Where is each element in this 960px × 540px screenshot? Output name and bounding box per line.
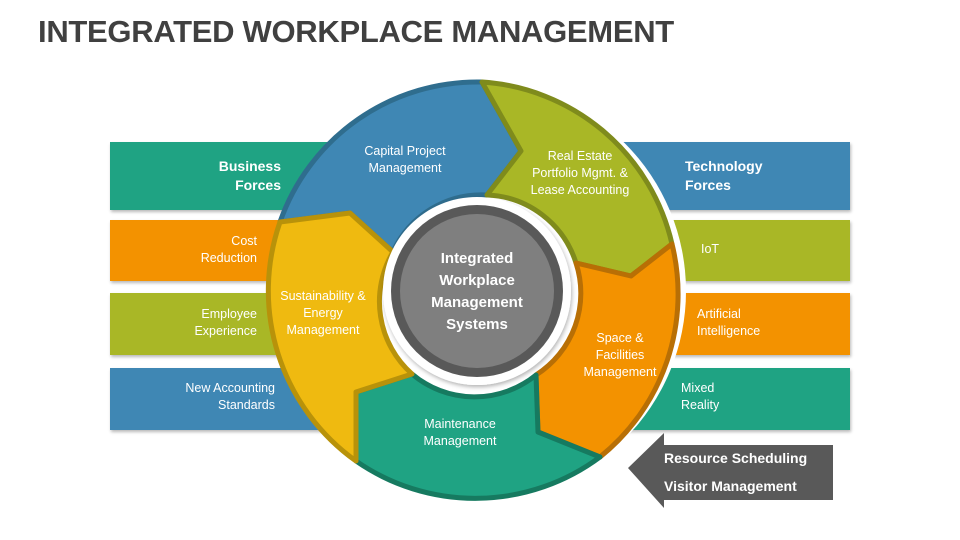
page-title: INTEGRATED WORKPLACE MANAGEMENT bbox=[38, 14, 674, 49]
space-facilities-label: Space & Facilities Management bbox=[570, 330, 670, 381]
employee-experience-line1: Employee bbox=[201, 307, 257, 321]
core-label: Integrated Workplace Management Systems bbox=[412, 248, 542, 336]
new-accounting-line2: Standards bbox=[218, 398, 275, 412]
callout-line2: Visitor Management bbox=[664, 478, 797, 494]
real-estate-label: Real Estate Portfolio Mgmt. & Lease Acco… bbox=[520, 148, 640, 199]
capital-project-line2: Management bbox=[368, 161, 442, 175]
sustainability-line3: Management bbox=[286, 323, 360, 337]
maintenance-label: Maintenance Management bbox=[410, 416, 510, 450]
space-facilities-line2: Facilities bbox=[595, 348, 645, 362]
technology-forces-line2: Forces bbox=[685, 177, 731, 193]
capital-project-label: Capital Project Management bbox=[350, 143, 460, 177]
employee-experience-line2: Experience bbox=[194, 324, 257, 338]
core-line2: Workplace bbox=[439, 272, 515, 289]
core-line3: Management bbox=[431, 294, 523, 311]
real-estate-line1: Real Estate bbox=[547, 149, 613, 163]
ai-line1: Artificial bbox=[697, 307, 741, 321]
new-accounting-line1: New Accounting bbox=[185, 381, 275, 395]
real-estate-line2: Portfolio Mgmt. & bbox=[532, 166, 628, 180]
capital-project-line1: Capital Project bbox=[364, 144, 446, 158]
callout-arrow: Resource Scheduling Visitor Management bbox=[664, 444, 807, 500]
space-facilities-line1: Space & bbox=[596, 331, 644, 345]
sustainability-line2: Energy bbox=[303, 306, 343, 320]
maintenance-line1: Maintenance bbox=[424, 417, 496, 431]
core-line1: Integrated bbox=[440, 250, 514, 267]
business-forces-line2: Forces bbox=[235, 177, 281, 193]
maintenance-line2: Management bbox=[423, 434, 497, 448]
ai-line2: Intelligence bbox=[697, 324, 761, 338]
core-line4: Systems bbox=[446, 316, 508, 333]
real-estate-line3: Lease Accounting bbox=[530, 183, 630, 197]
space-facilities-line3: Management bbox=[583, 365, 657, 379]
segment-sustainability bbox=[265, 210, 415, 464]
iot-label: IoT bbox=[701, 242, 720, 256]
business-forces-line1: Business bbox=[218, 158, 281, 174]
callout-arrow-shape bbox=[628, 433, 833, 508]
mixed-reality-line2: Reality bbox=[681, 398, 720, 412]
callout-line1: Resource Scheduling bbox=[664, 450, 808, 466]
cost-reduction-line1: Cost bbox=[231, 234, 257, 248]
sustainability-label: Sustainability & Energy Management bbox=[270, 288, 376, 339]
mixed-reality-line1: Mixed bbox=[681, 381, 715, 395]
sustainability-line1: Sustainability & bbox=[280, 289, 366, 303]
technology-forces-line1: Technology bbox=[685, 158, 763, 174]
cost-reduction-line2: Reduction bbox=[200, 251, 257, 265]
segment-real-estate bbox=[479, 79, 675, 279]
